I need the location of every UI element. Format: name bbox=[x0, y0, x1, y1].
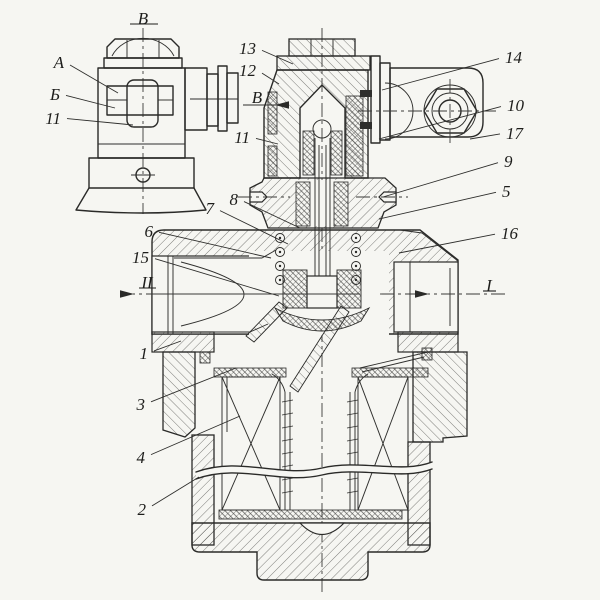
seal-ring-12 bbox=[267, 91, 278, 135]
callout-11-side-label: 11 bbox=[45, 109, 61, 128]
callout-12-label: 12 bbox=[239, 61, 257, 80]
callout-1-leader bbox=[153, 340, 182, 352]
filter-element bbox=[213, 367, 430, 524]
side-base bbox=[88, 157, 195, 189]
view-b-top-label: В bbox=[138, 9, 149, 28]
callout-9-label: 9 bbox=[504, 152, 513, 171]
screen-ticks bbox=[281, 399, 359, 494]
callout-9-leader bbox=[382, 162, 499, 198]
callout-4-leader bbox=[150, 415, 241, 456]
main-view bbox=[151, 28, 496, 592]
callout-13-label: 13 bbox=[239, 39, 256, 58]
packing-left bbox=[295, 181, 311, 227]
callout-1-label: 1 bbox=[140, 344, 149, 363]
axis-i-label: I bbox=[485, 276, 493, 295]
connector-flange-plate bbox=[370, 55, 381, 144]
packing-right bbox=[333, 181, 349, 227]
callout-14-label: 14 bbox=[505, 48, 523, 67]
side-window-boss bbox=[106, 79, 174, 128]
callout-8-leader bbox=[243, 201, 301, 229]
clamp-ring-right bbox=[412, 351, 468, 443]
callout-11-label: 11 bbox=[234, 128, 250, 147]
side-skirt bbox=[75, 187, 207, 214]
bonnet bbox=[238, 177, 408, 229]
callout-10-leader bbox=[378, 106, 502, 140]
callout-5-leader bbox=[378, 191, 497, 220]
wave-band bbox=[195, 461, 433, 480]
callout-7-label: 7 bbox=[206, 199, 216, 218]
callout-4-label: 4 bbox=[137, 448, 146, 467]
filter-bottom-plate bbox=[218, 509, 403, 520]
callout-12-leader bbox=[261, 72, 280, 85]
callout-11-leader bbox=[255, 138, 279, 145]
axis-ii-label: II bbox=[140, 273, 154, 292]
callout-6-label: 6 bbox=[145, 222, 154, 241]
valve-disc bbox=[273, 306, 371, 332]
side-connector bbox=[184, 65, 239, 132]
callout-8-label: 8 bbox=[230, 190, 239, 209]
chamber-arc bbox=[180, 261, 245, 327]
side-view bbox=[75, 28, 239, 214]
outlet-connector bbox=[358, 55, 496, 144]
callout-6-leader bbox=[158, 231, 272, 259]
callout-B-part-label: Б bbox=[49, 85, 60, 104]
callout-A-leader bbox=[69, 64, 119, 94]
callout-15-label: 15 bbox=[132, 248, 149, 267]
valve-body bbox=[151, 229, 459, 335]
center-tube bbox=[271, 373, 369, 510]
callout-13-leader bbox=[261, 49, 294, 65]
callout-15-leader bbox=[154, 258, 280, 297]
stud-bottom bbox=[360, 122, 372, 129]
callout-16-leader bbox=[398, 233, 496, 254]
callout-2-leader bbox=[151, 476, 200, 507]
callout-A-label: А bbox=[53, 53, 65, 72]
stem-ball bbox=[312, 119, 332, 139]
filter-top-plate-right bbox=[351, 367, 429, 378]
coil-stack bbox=[345, 95, 364, 177]
filter-bowl bbox=[162, 351, 468, 581]
filter-panel-right bbox=[357, 376, 409, 511]
callout-2-label: 2 bbox=[138, 500, 147, 519]
connector-block bbox=[389, 67, 484, 138]
view-b-arrow-label: В bbox=[252, 88, 263, 107]
callout-10-label: 10 bbox=[507, 96, 525, 115]
callout-16-label: 16 bbox=[501, 224, 519, 243]
filter-panel-left bbox=[221, 376, 281, 511]
callout-B-part-leader bbox=[65, 95, 116, 109]
bowl-bottom bbox=[191, 522, 431, 581]
callout-17-label: 17 bbox=[506, 124, 525, 143]
callout-3-leader bbox=[150, 367, 237, 403]
seal-ring-11 bbox=[267, 145, 278, 177]
body-flange-left bbox=[151, 331, 215, 353]
right-port bbox=[393, 261, 459, 333]
callout-5-label: 5 bbox=[502, 182, 511, 201]
clamp-ring-left bbox=[162, 351, 196, 438]
stud-top bbox=[360, 90, 372, 97]
bowl-gasket-left bbox=[199, 351, 211, 364]
callout-14-leader bbox=[381, 58, 500, 91]
callout-11-side-leader bbox=[66, 118, 134, 126]
callout-17-leader bbox=[469, 133, 501, 140]
callout-3-label: 3 bbox=[136, 395, 146, 414]
valve-seat bbox=[273, 269, 371, 332]
spring-cap bbox=[263, 38, 371, 179]
callout-7-leader bbox=[219, 210, 289, 245]
cap-walls bbox=[263, 69, 369, 179]
adjusting-screw-head bbox=[288, 38, 356, 57]
side-body bbox=[97, 67, 186, 159]
